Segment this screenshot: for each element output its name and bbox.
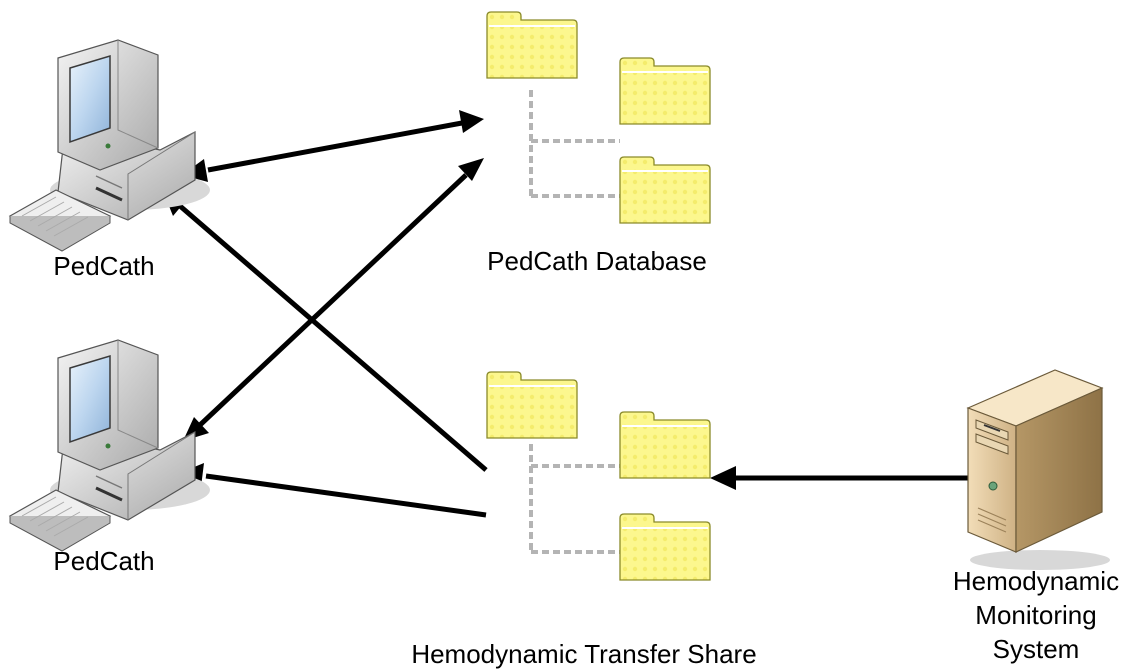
hms-label-line2: Monitoring	[975, 600, 1096, 630]
transfer-share-folder-tree	[486, 371, 711, 581]
hms-label-line1: Hemodynamic	[953, 566, 1119, 596]
connection-arrows	[163, 110, 975, 518]
arrow-share-to-top-pc	[163, 191, 488, 472]
arrow-share-to-bottom-pc	[182, 463, 487, 518]
arrow-top-pc-database	[182, 110, 484, 182]
database-root-folder-icon	[486, 11, 578, 79]
pc-bottom-label: PedCath	[53, 546, 154, 576]
database-subfolder-1-icon	[619, 57, 711, 125]
share-root-folder-icon	[486, 371, 578, 439]
arrow-bottom-pc-database	[183, 158, 484, 441]
share-subfolder-1-icon	[619, 411, 711, 479]
pc-top-icon	[8, 38, 212, 253]
tower-server-icon	[966, 369, 1110, 570]
share-subfolder-2-icon	[619, 513, 711, 581]
transfer-share-label: Hemodynamic Transfer Share	[411, 639, 756, 669]
hms-label-line3: System	[993, 634, 1080, 664]
pc-bottom-icon	[8, 338, 212, 553]
database-folder-tree	[486, 11, 711, 224]
database-label: PedCath Database	[487, 246, 707, 276]
arrow-hms-to-share	[710, 466, 975, 490]
database-subfolder-2-icon	[619, 156, 711, 224]
pc-top-label: PedCath	[53, 251, 154, 281]
